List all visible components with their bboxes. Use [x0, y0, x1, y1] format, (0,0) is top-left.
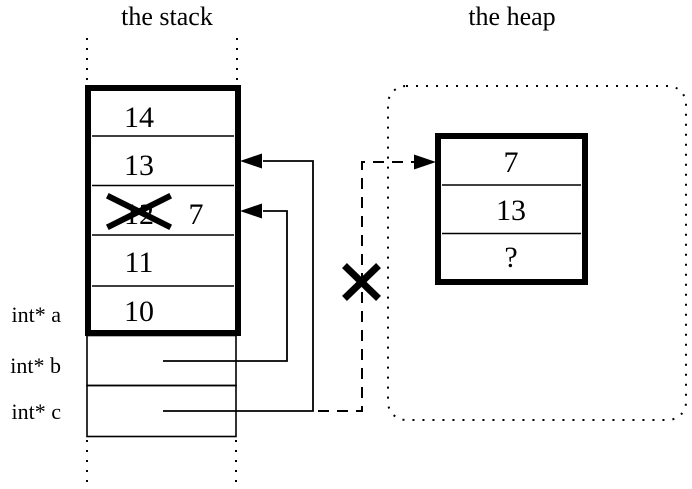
heap-block: 7 13 ?: [435, 133, 588, 285]
stack-title: the stack: [121, 2, 213, 31]
pointer-c-line: [163, 160, 314, 412]
stack-cell-value: 13: [124, 149, 154, 182]
pointer-variable-cells: [86, 334, 237, 438]
heap-cell-value: 7: [504, 146, 519, 179]
arrowhead-icon: [240, 153, 262, 169]
heap-region-outline: [387, 85, 687, 421]
stack-cell-value: 14: [124, 101, 154, 134]
heap-block-box: [435, 133, 588, 285]
arrowhead-icon: [240, 203, 262, 219]
cross-out-stroke: [105, 192, 173, 231]
pointer-a-label: int* a: [12, 302, 62, 327]
stack-frame-box: [85, 85, 241, 336]
pointer-b-line: [163, 210, 288, 362]
pointer-b-arrow: [163, 203, 288, 362]
invalid-x-stroke: [342, 263, 381, 301]
arrowhead-icon: [414, 154, 436, 170]
heap-cell-value: 13: [496, 194, 526, 227]
stack-cell-value: 10: [124, 295, 154, 328]
heap-title: the heap: [468, 2, 555, 31]
pointer-c-arrow: [163, 153, 314, 412]
dangling-pointer-line: [318, 161, 415, 412]
stack-cell-new-value: 7: [189, 198, 204, 231]
invalid-pointer-x-icon: [342, 263, 381, 301]
dangling-pointer-arrow: [318, 154, 436, 412]
pointer-c-label: int* c: [12, 399, 62, 424]
stack-frame: 14 13 12 7 11 10: [85, 85, 241, 336]
pointer-b-label: int* b: [10, 353, 61, 378]
cross-out-icon: [105, 192, 173, 231]
stack-cell-value: 11: [125, 246, 154, 279]
stack-extent-guides: [86, 38, 238, 486]
heap-cell-value: ?: [504, 241, 517, 274]
